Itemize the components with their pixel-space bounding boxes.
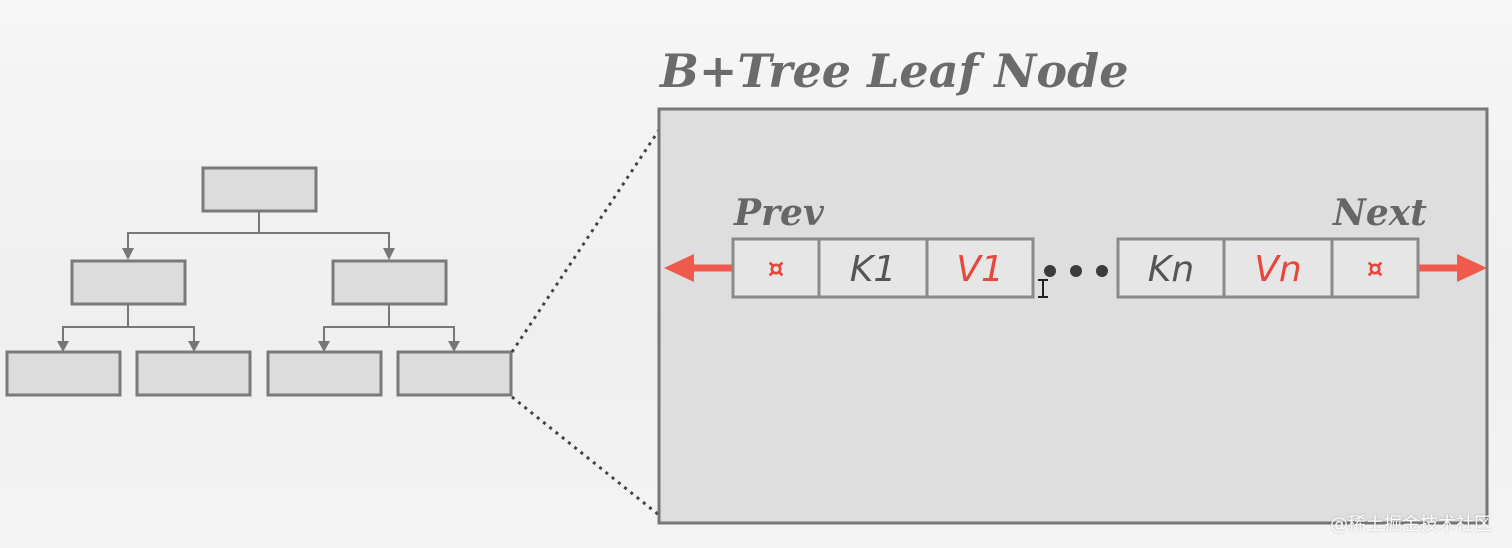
next-arrow	[1419, 254, 1487, 282]
ellipsis-dot	[1096, 265, 1108, 277]
tree-edge-arrowheads	[57, 248, 460, 352]
tree-leaf-node-2	[135, 350, 252, 397]
prev-pointer-cell-text: ¤	[768, 254, 785, 284]
ellipsis-dots	[1044, 265, 1108, 277]
prev-pointer-cell	[731, 237, 821, 299]
next-pointer-cell-text: ¤	[1367, 254, 1384, 284]
diagram-title: B+Tree Leaf Node	[660, 44, 1129, 98]
tree-leaf-node-1	[5, 350, 122, 397]
leaf-node-panel	[657, 107, 1489, 525]
next-pointer-cell	[1330, 237, 1420, 299]
watermark: @稀土掘金技术社区	[1330, 514, 1492, 535]
tree-edges	[62, 211, 455, 343]
tree-root-node	[201, 166, 318, 213]
key-kn-cell-text: Kn	[1148, 249, 1194, 290]
tree-leaf-node-3	[266, 350, 383, 397]
tree-inner-node-right	[331, 259, 448, 306]
leaf-cells-right: Kn Vn ¤	[1116, 237, 1420, 299]
key-k1-cell-text: K1	[850, 249, 897, 290]
prev-arrow	[664, 254, 732, 282]
leaf-cells-left: ¤ K1 V1	[731, 237, 1035, 299]
value-v1-cell	[925, 237, 1035, 299]
tree-leaf-node-4	[396, 350, 513, 397]
value-vn-cell-text: Vn	[1254, 249, 1301, 290]
ellipsis-dot	[1070, 265, 1082, 277]
tree-inner-node-left	[70, 259, 187, 306]
key-kn-cell	[1116, 237, 1226, 299]
text-cursor-icon	[1038, 279, 1048, 298]
zoom-connector-lines	[510, 129, 661, 517]
prev-label: Prev	[734, 192, 824, 234]
tree-diagram	[5, 166, 513, 397]
next-label: Next	[1333, 192, 1427, 234]
ellipsis-dot	[1044, 265, 1056, 277]
value-vn-cell	[1222, 237, 1334, 299]
value-v1-cell-text: V1	[956, 249, 1004, 290]
